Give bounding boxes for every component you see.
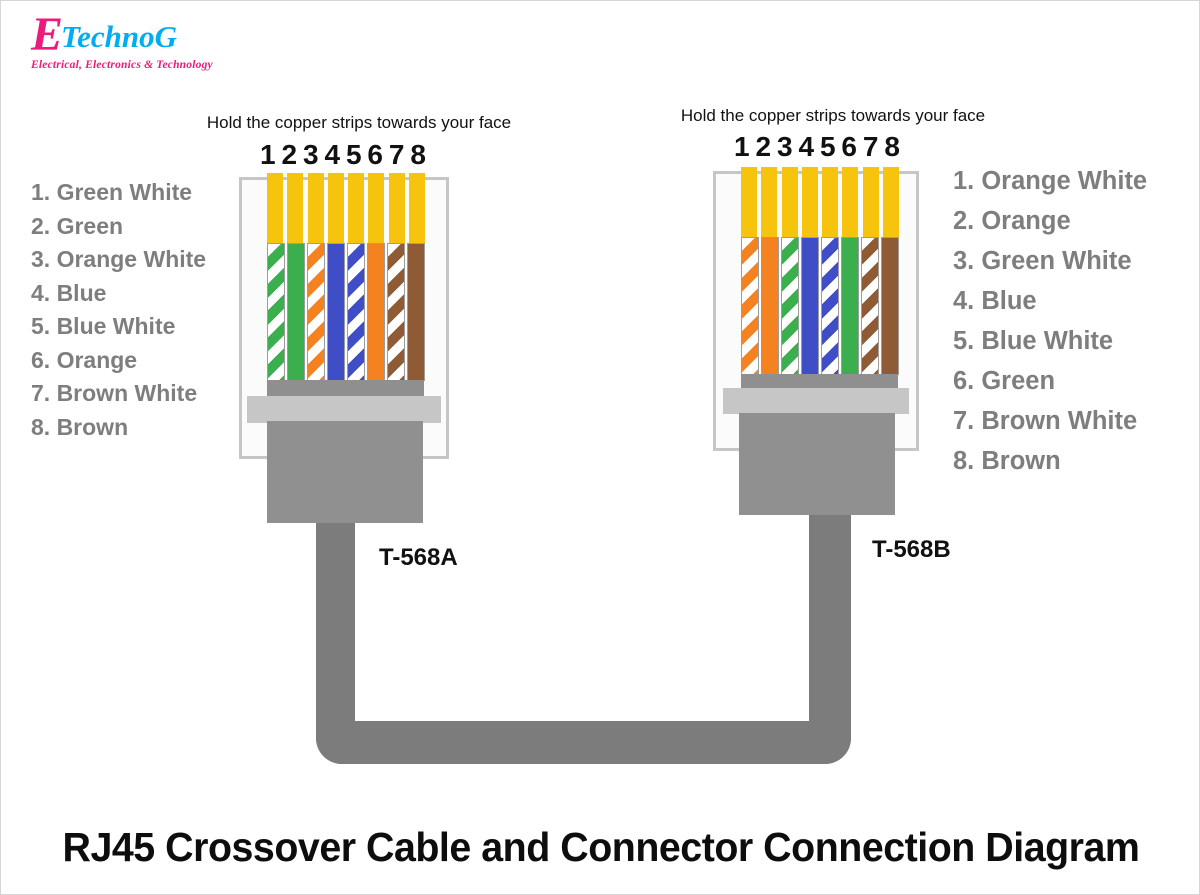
wire-orange <box>367 243 385 381</box>
etechnog-logo: E TechnoG Electrical, Electronics & Tech… <box>31 8 241 72</box>
wires-row-t568b <box>741 237 899 375</box>
logo-wordmark: TechnoG <box>61 19 177 54</box>
copper-pin <box>408 173 425 243</box>
latch-bar <box>723 388 909 414</box>
wire-list-item: 2. Orange <box>953 207 1071 235</box>
wire-brown <box>407 243 425 381</box>
wire-stop-bar <box>741 374 898 390</box>
copper-pins-row <box>267 173 425 243</box>
instruction-left: Hold the copper strips towards your face <box>206 113 512 132</box>
crossover-cable <box>316 513 851 764</box>
copper-pin <box>882 167 899 237</box>
copper-pin <box>307 173 324 243</box>
wire-list-item: 7. Brown White <box>31 380 198 406</box>
copper-pin <box>862 167 879 237</box>
pin-number: 4 <box>324 139 341 170</box>
diagram-title: RJ45 Crossover Cable and Connector Conne… <box>62 824 1140 870</box>
wire-list-item: 1. Green White <box>31 179 193 205</box>
label-t568b: T-568B <box>872 536 951 563</box>
wire-list-item: 2. Green <box>31 212 124 239</box>
wire-brown <box>881 237 899 375</box>
wire-list-item: 7. Brown White <box>953 407 1138 435</box>
logo-tagline: Electrical, Electronics & Technology <box>31 59 213 71</box>
wire-green <box>287 243 305 381</box>
wire-list-item: 8. Brown <box>31 413 129 440</box>
pin-number: 8 <box>884 131 900 162</box>
wire-list-item: 5. Blue White <box>31 313 176 339</box>
pin-number: 5 <box>345 139 362 170</box>
wire-green-white <box>267 243 285 381</box>
pin-number: 3 <box>302 139 319 170</box>
wire-list-item: 6. Orange <box>31 346 138 373</box>
copper-pin <box>348 173 365 243</box>
pin-number: 6 <box>367 139 383 170</box>
pin-number: 5 <box>819 131 836 162</box>
wire-blue-white <box>821 237 839 375</box>
pin-number: 7 <box>862 131 879 162</box>
copper-pin <box>741 167 757 237</box>
copper-pin <box>368 173 385 243</box>
cable-boot-t568b <box>739 413 895 515</box>
copper-pin <box>761 167 778 237</box>
copper-pin <box>388 173 405 243</box>
t568b-wire-list: 1. Orange White 2. Orange 3. Green White 4.… <box>953 161 1147 481</box>
wire-list-item: 5. Blue White <box>953 327 1114 355</box>
wire-green-white <box>781 237 799 375</box>
label-t568a: T-568A <box>379 544 458 571</box>
copper-pin <box>801 167 818 237</box>
pin-number: 7 <box>388 139 405 170</box>
wire-list-item: 3. Orange White <box>31 246 207 272</box>
copper-pin <box>327 173 344 243</box>
wire-brown-white <box>387 243 405 381</box>
t568a-wire-list: 1. Green White 2. Green 3. Orange White 4. … <box>31 176 206 444</box>
wire-green <box>841 237 859 375</box>
pin-number: 1 <box>260 139 276 170</box>
wire-list-item: 1. Orange White <box>953 167 1148 195</box>
latch-bar <box>247 396 441 423</box>
pin-number: 1 <box>734 131 750 162</box>
wire-brown-white <box>861 237 879 375</box>
wire-orange <box>761 237 779 375</box>
wire-orange-white <box>307 243 325 381</box>
pin-number: 2 <box>281 139 298 170</box>
wire-blue <box>327 243 345 381</box>
wire-blue-white <box>347 243 365 381</box>
rj45-connector-t568b <box>713 167 919 451</box>
instruction-right: Hold the copper strips towards your face <box>680 106 986 125</box>
copper-pin <box>267 173 283 243</box>
logo-initial: E <box>31 8 63 61</box>
copper-pin <box>781 167 798 237</box>
copper-pin <box>822 167 839 237</box>
pin-number: 6 <box>841 131 857 162</box>
wire-list-item: 6. Green <box>953 367 1056 395</box>
wire-list-item: 3. Green White <box>953 247 1132 275</box>
wire-stop-bar <box>267 380 424 396</box>
cable-boot-t568a <box>267 421 423 523</box>
pin-number: 3 <box>776 131 793 162</box>
pin-number: 4 <box>798 131 815 162</box>
pin-number: 2 <box>755 131 772 162</box>
copper-pins-row <box>741 167 899 237</box>
rj45-connector-t568a <box>239 173 449 459</box>
wire-blue <box>801 237 819 375</box>
copper-pin <box>287 173 304 243</box>
wire-list-item: 8. Brown <box>953 447 1061 475</box>
copper-pin <box>842 167 859 237</box>
logo-row: E TechnoG <box>31 8 241 61</box>
wire-orange-white <box>741 237 759 375</box>
wire-list-item: 4. Blue <box>953 287 1037 315</box>
wire-list-item: 4. Blue <box>31 279 107 306</box>
pin-number: 8 <box>410 139 426 170</box>
wires-row-t568a <box>267 243 425 381</box>
